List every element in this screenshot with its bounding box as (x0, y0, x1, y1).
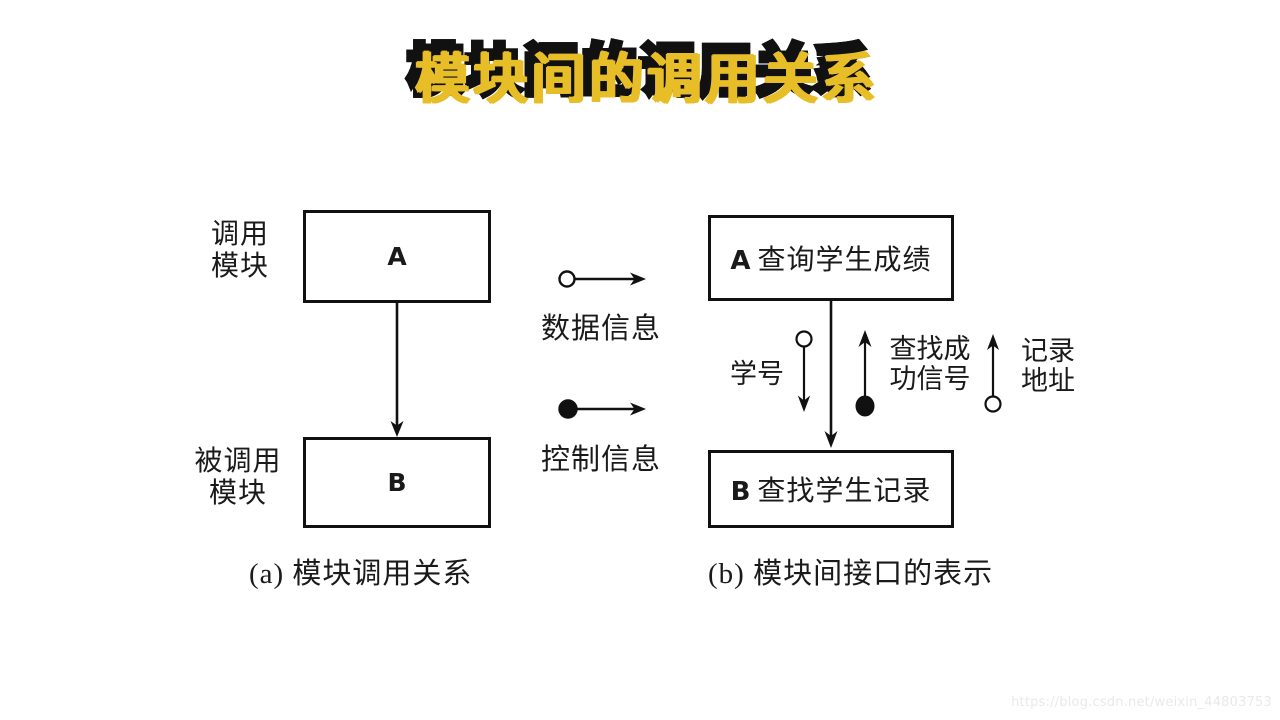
module-box-b-label: B (387, 468, 407, 497)
flow-label-search-success-signal-line1: 查找成 (889, 334, 971, 364)
caption-b: (b) 模块间接口的表示 (708, 558, 994, 590)
flow-label-search-success-signal: 查找成 功信号 (880, 334, 980, 394)
callee-module-label-line2: 模块 (208, 477, 267, 509)
interface-box-b-text: 查找学生记录 (757, 476, 932, 507)
flow-label-student-id: 学号 (722, 359, 792, 390)
flow-label-record-address-line1: 记录 (1021, 336, 1075, 366)
filled-circle-arrow-icon (558, 399, 646, 419)
caller-module-label: 调用 模块 (190, 219, 290, 283)
interface-box-b-tag: B (730, 477, 752, 507)
legend-data-flow-label: 数据信息 (541, 313, 662, 345)
interface-box-a-text: 查询学生成绩 (757, 245, 932, 276)
page-title: 模块间的调用关系模块间的调用关系 (0, 39, 1280, 102)
flow-arrow-search-success-signal (855, 330, 875, 417)
flow-label-student-id-line1: 学号 (730, 359, 784, 389)
hollow-circle-arrow-icon (558, 270, 646, 288)
flow-label-search-success-signal-line2: 功信号 (889, 363, 971, 394)
call-arrow-a-to-b (390, 300, 404, 437)
callee-module-label-line1: 被调用 (194, 446, 282, 477)
flow-label-record-address-line2: 地址 (1021, 365, 1075, 396)
module-box-a[interactable]: A (303, 210, 491, 303)
callee-module-label: 被调用 模块 (178, 446, 298, 510)
module-box-b[interactable]: B (303, 437, 491, 528)
legend-control-flow-label: 控制信息 (541, 444, 662, 476)
module-box-a-label: A (387, 242, 407, 271)
watermark: https://blog.csdn.net/weixin_44803753 (1011, 695, 1272, 710)
flow-label-record-address: 记录 地址 (1008, 336, 1088, 396)
caller-module-label-line1: 调用 (210, 219, 269, 250)
caption-a: (a) 模块调用关系 (249, 558, 473, 590)
flow-arrow-record-address (984, 334, 1002, 413)
flow-arrow-student-id (795, 330, 813, 412)
page-title-texture: 模块间的调用关系 (405, 39, 872, 102)
page-title-text: 模块间的调用关系模块间的调用关系 (405, 39, 872, 102)
interface-box-a-tag: A (730, 246, 752, 276)
interface-call-connector (824, 300, 838, 448)
caller-module-label-line2: 模块 (210, 250, 269, 282)
